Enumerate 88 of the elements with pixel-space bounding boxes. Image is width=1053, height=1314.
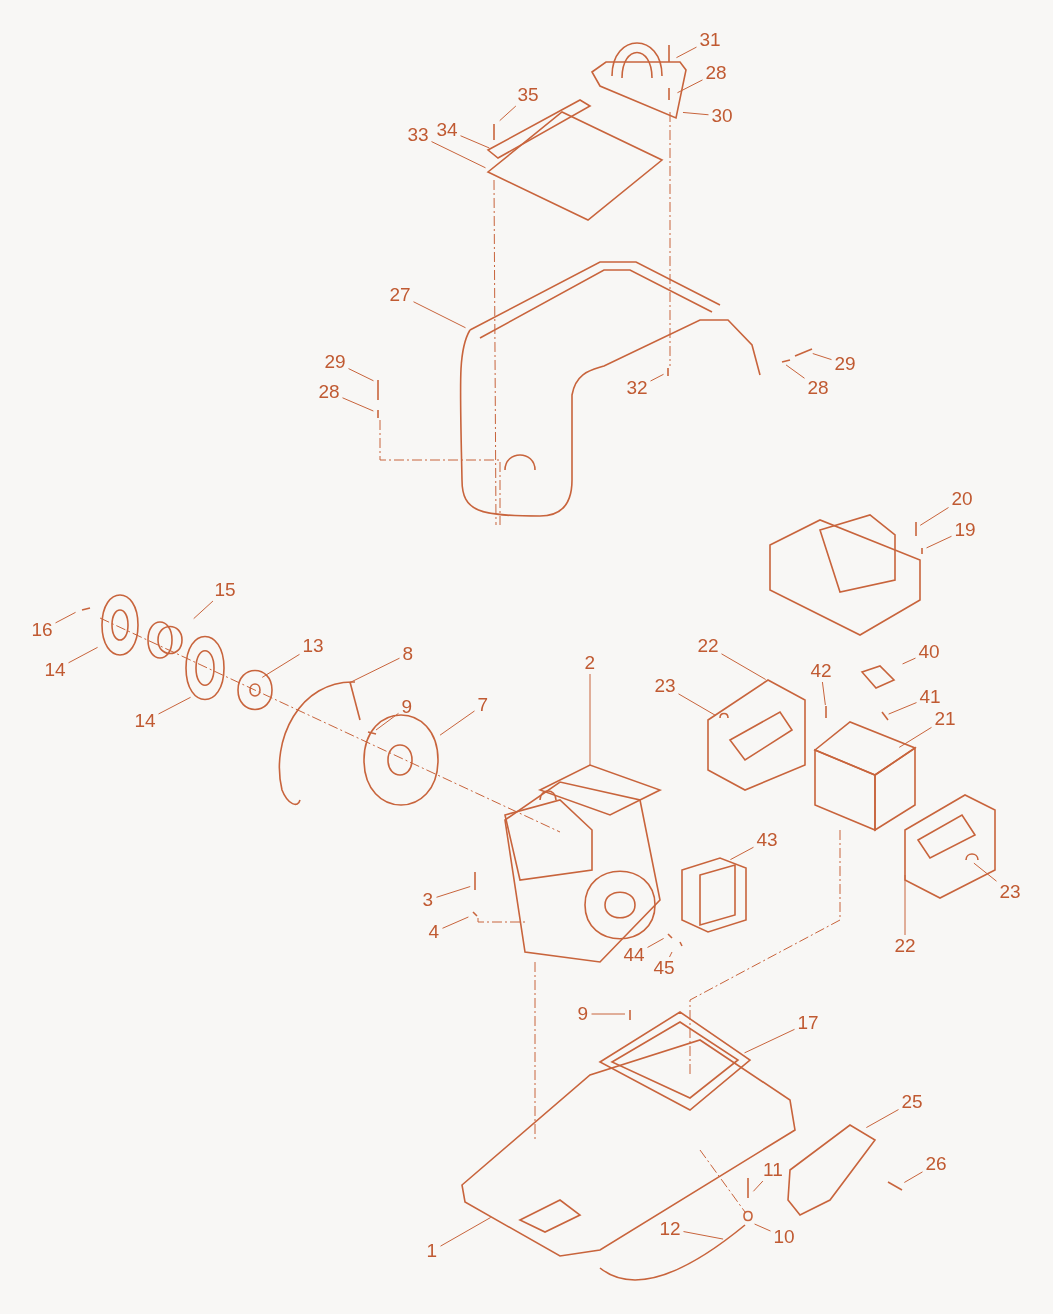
callout-number: 29 (833, 354, 857, 374)
callout-number: 4 (427, 922, 441, 942)
callout-number: 41 (918, 687, 942, 707)
leader-line (647, 937, 665, 948)
callout-number: 14 (133, 711, 157, 731)
leader-line (973, 862, 997, 882)
callout-number: 14 (43, 660, 67, 680)
callout-number: 20 (950, 489, 974, 509)
callout-number: 31 (698, 30, 722, 50)
leader-line (683, 1231, 724, 1240)
leader-line (904, 874, 906, 936)
callout-number: 27 (388, 285, 412, 305)
leader-line (926, 535, 952, 549)
callout-number: 8 (401, 644, 415, 664)
leader-line (442, 916, 469, 929)
leader-line (669, 951, 673, 958)
leader-line (431, 141, 486, 169)
callout-number: 43 (755, 830, 779, 850)
callout-number: 23 (998, 882, 1022, 902)
leader-line (261, 653, 300, 678)
callout-number: 44 (622, 945, 646, 965)
leader-line (440, 1217, 492, 1247)
leader-line (682, 111, 709, 116)
leader-line (744, 1028, 795, 1054)
leader-line (752, 1180, 764, 1192)
leader-line (729, 846, 754, 861)
leader-line (675, 46, 697, 59)
callout-number: 30 (710, 106, 734, 126)
leader-line (721, 653, 767, 680)
leader-line (342, 397, 374, 412)
leader-line (903, 1171, 923, 1183)
leader-line (676, 79, 703, 94)
callout-number: 12 (658, 1219, 682, 1239)
leader-line (499, 105, 517, 122)
callout-number: 16 (30, 620, 54, 640)
callout-number: 25 (900, 1092, 924, 1112)
leader-line (821, 681, 826, 706)
leader-line (55, 611, 77, 624)
callout-number: 40 (917, 642, 941, 662)
callout-number: 9 (576, 1004, 590, 1024)
callout-number: 35 (516, 85, 540, 105)
callout-number: 28 (317, 382, 341, 402)
callout-number: 28 (704, 63, 728, 83)
leader-line (193, 600, 214, 620)
leader-line (375, 712, 399, 731)
callout-number: 45 (652, 958, 676, 978)
leader-line (865, 1109, 899, 1129)
leader-line (919, 507, 949, 526)
leader-line (898, 726, 932, 748)
leader-line (785, 364, 805, 379)
leader-line (68, 646, 99, 664)
callout-number: 9 (400, 697, 414, 717)
callout-number: 34 (435, 120, 459, 140)
callout-number: 13 (301, 636, 325, 656)
callout-number: 15 (213, 580, 237, 600)
callout-number: 32 (625, 378, 649, 398)
callout-number: 22 (696, 636, 720, 656)
callout-number: 26 (924, 1154, 948, 1174)
leader-line (812, 353, 832, 361)
callout-number: 17 (796, 1013, 820, 1033)
leader-line (902, 657, 916, 665)
leader-line (888, 702, 917, 715)
leader-line (348, 368, 374, 382)
leader-line (349, 657, 400, 684)
callout-number: 19 (953, 520, 977, 540)
leader-line (589, 673, 591, 766)
callout-number: 42 (809, 661, 833, 681)
callout-number: 23 (653, 676, 677, 696)
callout-number: 21 (933, 709, 957, 729)
leader-line (158, 696, 192, 715)
callout-number: 3 (421, 890, 435, 910)
callout-number: 11 (762, 1160, 784, 1180)
leader-line (436, 886, 471, 898)
callout-number: 1 (425, 1241, 439, 1261)
leader-line (754, 1223, 771, 1232)
callout-number: 29 (323, 352, 347, 372)
callout-number: 33 (406, 125, 430, 145)
leader-line (591, 1013, 626, 1015)
callout-number: 22 (893, 936, 917, 956)
callout-number: 28 (806, 378, 830, 398)
leader-line (439, 710, 475, 736)
leader-line (650, 373, 665, 382)
leader-line (678, 693, 717, 716)
callout-number: 10 (772, 1227, 796, 1247)
callout-number: 2 (583, 653, 597, 673)
leader-line (460, 135, 490, 149)
callout-number: 7 (476, 695, 490, 715)
leader-line (413, 301, 467, 329)
